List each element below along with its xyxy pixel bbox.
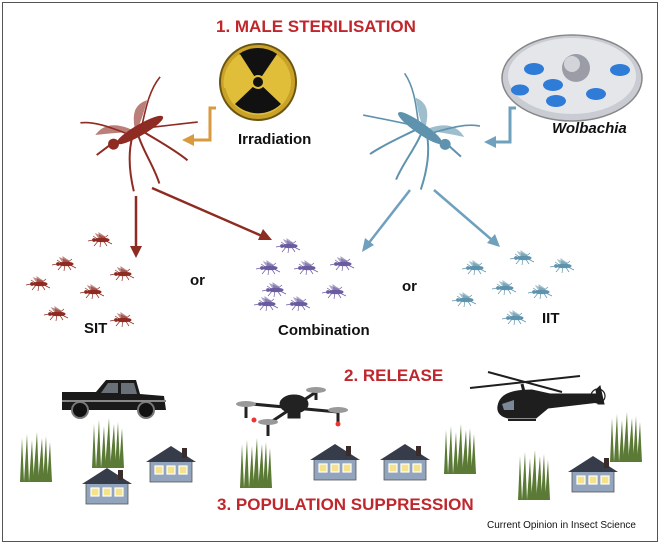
credit-text: Current Opinion in Insect Science (487, 520, 636, 531)
pickup-truck-icon (62, 380, 166, 419)
mosquito-icon (342, 66, 483, 204)
flow-arrows (130, 186, 500, 258)
combination-swarm (253, 238, 355, 312)
sit-swarm (25, 232, 135, 328)
combination-label: Combination (278, 322, 370, 339)
sit-label: SIT (84, 320, 108, 337)
mosquito-icon (77, 70, 216, 205)
radiation-icon (219, 43, 297, 121)
petri-dish-icon (501, 34, 643, 122)
wolbachia-arrow (484, 106, 516, 148)
irradiation-label: Irradiation (238, 131, 312, 148)
helicopter-icon (469, 371, 606, 421)
irradiation-arrow (182, 106, 216, 146)
or-left-label: or (190, 272, 205, 289)
step-3-heading: 3. POPULATION SUPPRESSION (217, 495, 474, 514)
step-2-heading: 2. RELEASE (344, 366, 444, 385)
step-1-heading: 1. MALE STERILISATION (216, 17, 416, 36)
wolbachia-label: Wolbachia (552, 120, 627, 137)
or-right-label: or (402, 278, 417, 295)
drone-icon (236, 387, 348, 436)
iit-label: IIT (542, 310, 560, 327)
